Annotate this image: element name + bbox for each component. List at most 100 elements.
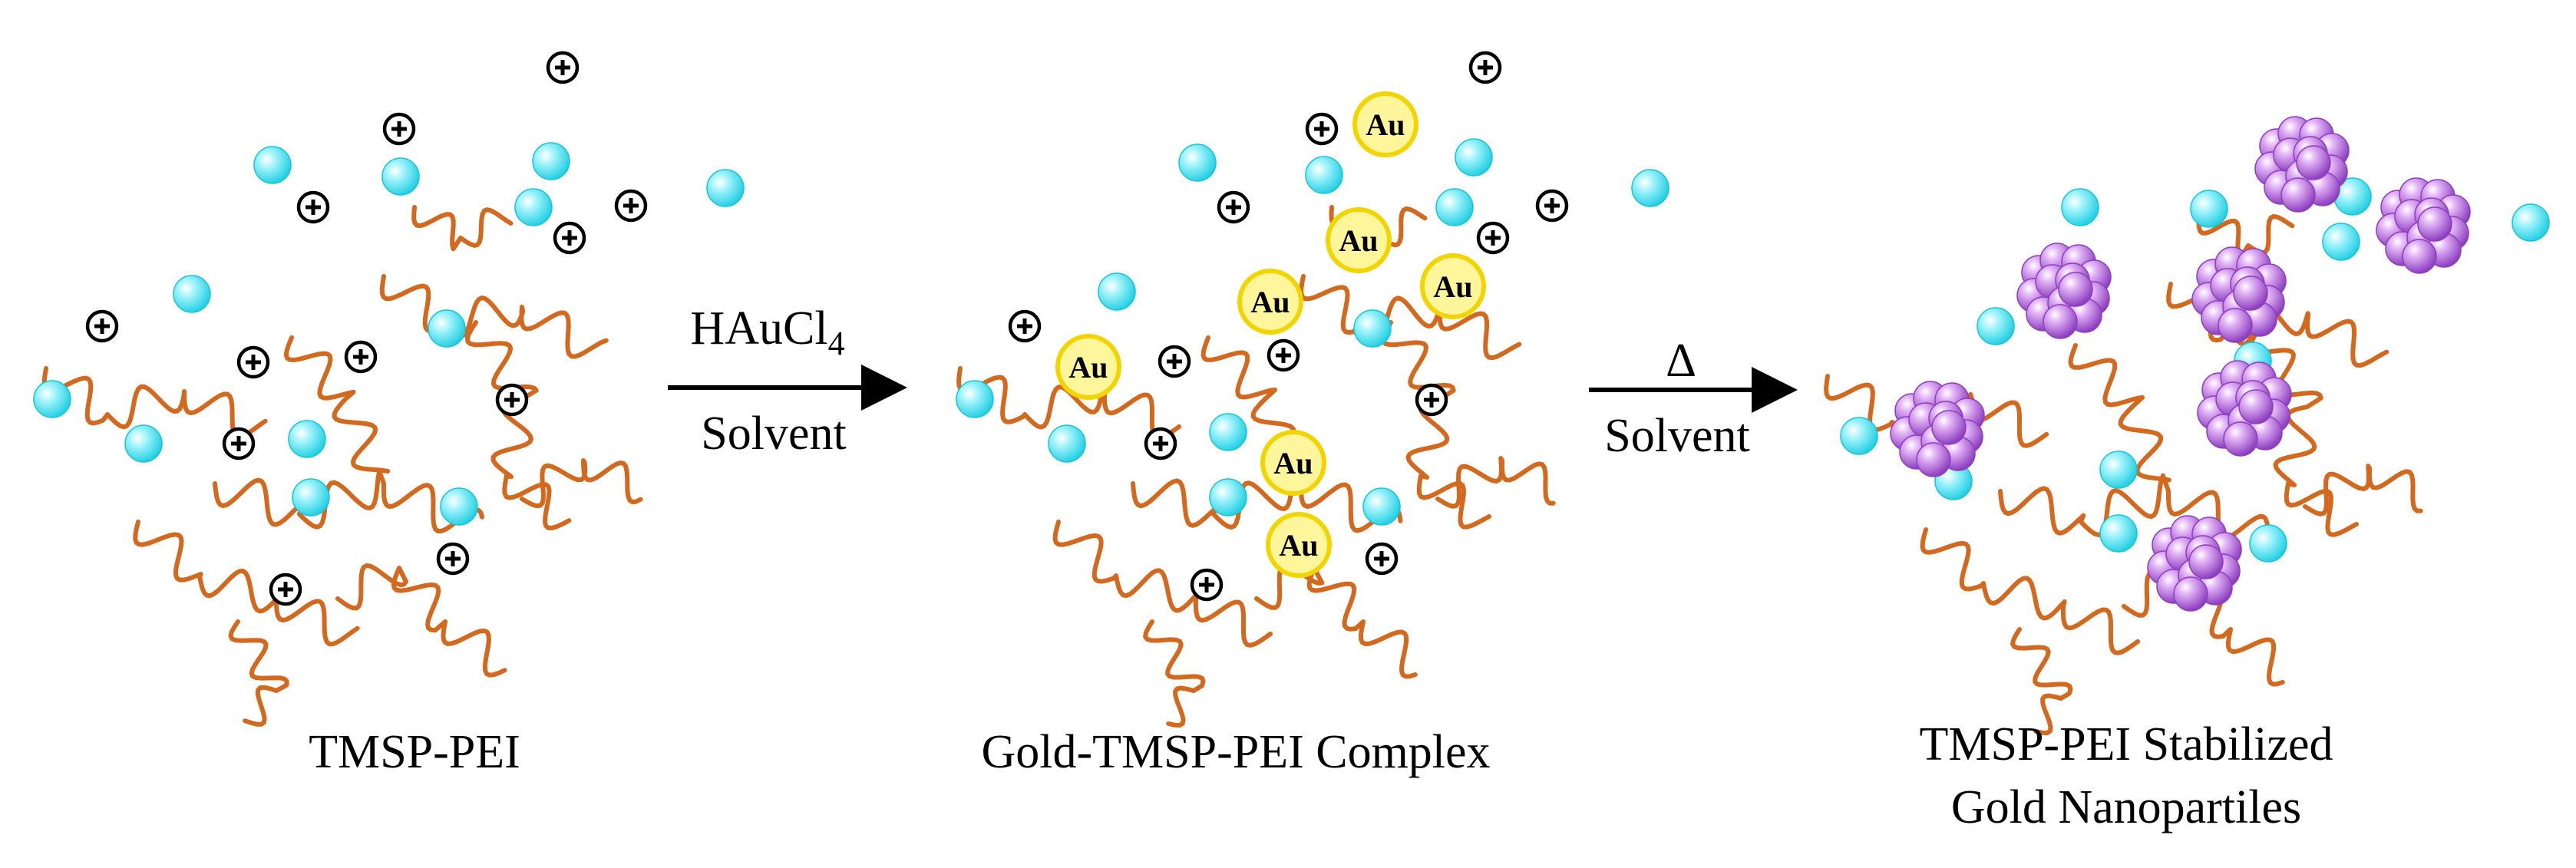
gold-ion-icon: Au [1237, 269, 1303, 335]
panel-tmsp-pei: TMSP-PEI [33, 51, 745, 778]
caption-stabilized-line1: TMSP-PEI Stabilized [1919, 718, 2333, 771]
silane-bead-icon [1048, 424, 1086, 463]
positive-charge-icon [296, 190, 330, 224]
silane-bead-icon [1178, 144, 1217, 182]
polymer-chain-segment [1143, 619, 1206, 728]
polymer-chain-segment [1254, 563, 1418, 679]
gold-nanoparticles [1890, 116, 2471, 612]
polymer-chain-segment [1920, 527, 2141, 655]
silane-bead-icon [2190, 190, 2228, 228]
gold-label: Au [1250, 285, 1290, 319]
silane-bead-icon [1209, 413, 1247, 451]
positive-charge-icon [1476, 221, 1510, 255]
silane-beads [33, 142, 745, 526]
positive-charge-icon [1144, 427, 1177, 460]
positive-charge-icon [382, 112, 416, 146]
silane-bead-icon [1098, 272, 1136, 311]
polymer-chain-segment [956, 366, 1182, 441]
polymer-chain-segment [520, 458, 643, 509]
gold-ion-icon: Au [1055, 334, 1121, 400]
positive-charge-icon [553, 221, 586, 255]
positive-charge-icon [1190, 568, 1224, 602]
polymer-chains [956, 205, 1556, 728]
positive-charge-icon [1217, 190, 1250, 224]
silane-bead-icon [173, 275, 211, 313]
silane-bead-icon [706, 169, 745, 207]
silane-bead-icon [1435, 188, 1474, 226]
polymer-chain-segment [335, 563, 507, 678]
silane-bead-icon [1977, 307, 2015, 345]
positive-charge-icon [1008, 309, 1042, 343]
positive-charges [85, 51, 648, 606]
gold-label: Au [1279, 528, 1318, 563]
polymer-chain-segment [411, 205, 514, 252]
panel-nanoparticles: TMSP-PEI Stabilized Gold Nanopartiles [1824, 116, 2550, 833]
silane-bead-icon [428, 309, 466, 348]
silane-bead-icon [292, 478, 330, 517]
gold-nanoparticle-icon [2376, 177, 2471, 274]
silane-bead-icon [124, 424, 163, 463]
gold-label: Au [1068, 350, 1108, 384]
positive-charge-icon [1305, 112, 1339, 146]
polymer-chain-segment [41, 366, 268, 440]
positive-charge-icon [1468, 51, 1502, 84]
positive-charge-icon [495, 383, 529, 417]
silane-beads [956, 138, 1669, 526]
arrow-2: Δ Solvent [1589, 335, 1798, 462]
gold-label: Au [1433, 269, 1472, 304]
polymer-chain-segment [465, 320, 572, 530]
gold-nanoparticle-icon [2254, 116, 2350, 213]
silane-bead-icon [440, 487, 478, 526]
silane-bead-icon [288, 420, 326, 458]
positive-charge-icon [269, 573, 302, 606]
silane-bead-icon [1353, 309, 1392, 348]
positive-charge-icon [1365, 542, 1399, 576]
silane-bead-icon [2099, 514, 2138, 553]
positive-charge-icon [614, 189, 648, 223]
condition-solvent-2: Solvent [1604, 410, 1749, 462]
positive-charge-icon [222, 427, 256, 460]
condition-solvent-1: Solvent [701, 408, 846, 460]
silane-bead-icon [532, 142, 570, 180]
gold-ion-icon: Au [1352, 91, 1418, 157]
silane-bead-icon [2512, 203, 2550, 242]
reagent-hauc14: HAuCl4 [690, 302, 844, 362]
polymer-chain-segment [2303, 464, 2423, 517]
silane-bead-icon [253, 146, 292, 184]
gold-nanoparticle-icon [2197, 360, 2292, 457]
polymer-chain-segment [1131, 465, 1403, 533]
silane-bead-icon [2322, 223, 2360, 261]
polymer-chain-segment [283, 335, 391, 474]
gold-nanoparticle-icon [1890, 381, 1985, 477]
gold-label: Au [1366, 107, 1405, 142]
polymer-chain-segment [213, 469, 485, 533]
positive-charge-icon [1158, 345, 1191, 378]
silane-bead-icon [1209, 478, 1247, 517]
polymer-chain-segment [1998, 473, 2271, 541]
silane-bead-icon [1305, 156, 1343, 194]
polymer-chain-segment [228, 619, 289, 727]
gold-nanoparticle-icon [2191, 246, 2287, 343]
gold-label: Au [1273, 446, 1313, 480]
gold-ion-icon: Au [1326, 207, 1392, 273]
positive-charges [1008, 51, 1569, 602]
polymer-chain-segment [1435, 456, 1556, 509]
silane-bead-icon [2249, 524, 2287, 563]
silane-bead-icon [1362, 487, 1401, 526]
reagent-heat: Δ [1666, 335, 1696, 387]
gold-ion-icon: Au [1266, 512, 1332, 578]
polymer-chain-segment [379, 274, 609, 359]
polymer-chain-segment [2068, 343, 2171, 483]
silane-bead-icon [381, 157, 420, 196]
positive-charge-icon [1535, 189, 1569, 223]
polymer-chain-segment [133, 520, 360, 647]
gold-ion-icon: Au [1420, 253, 1486, 319]
gold-label: Au [1339, 223, 1378, 258]
positive-charge-icon [85, 309, 119, 343]
caption-gold-complex: Gold-TMSP-PEI Complex [981, 726, 1490, 778]
positive-charge-icon [236, 345, 270, 379]
polymer-chains [41, 205, 643, 727]
